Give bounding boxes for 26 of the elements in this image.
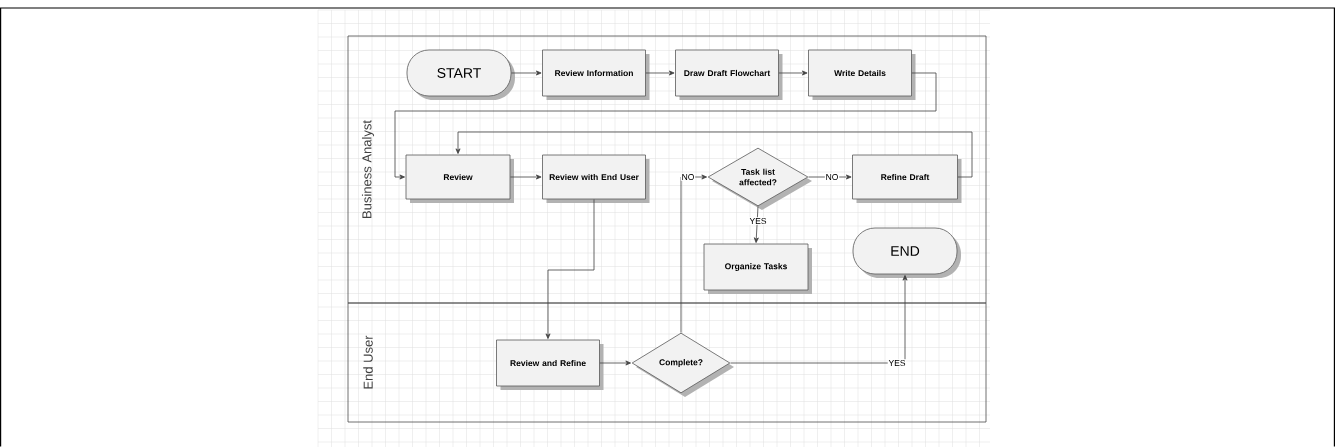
arrow: [778, 70, 808, 76]
arrow: [808, 174, 852, 180]
arrow: [511, 70, 542, 76]
arrow: [753, 206, 759, 243]
edge-label: YES: [748, 217, 768, 225]
terminal-box: END: [852, 227, 961, 278]
process-box: Review Information: [542, 49, 650, 100]
edge-label: NO: [680, 173, 696, 181]
process-box: Review: [405, 154, 514, 203]
arrow: [680, 174, 707, 333]
process-box: Organize Tasks: [703, 243, 812, 294]
process-box: Refine Draft: [852, 154, 962, 203]
arrow: [510, 174, 542, 180]
process-box: Draw Draft Flowchart: [675, 49, 783, 100]
arrow: [394, 72, 937, 180]
process-box: Review and Refine: [496, 339, 604, 390]
arrow: [730, 275, 908, 364]
arrow: [455, 131, 973, 178]
arrow: [545, 199, 595, 339]
edge-label: YES: [887, 359, 907, 367]
terminal-box: START: [406, 49, 515, 100]
process-box: Review with End User: [542, 154, 650, 203]
arrow: [645, 70, 675, 76]
arrow: [599, 360, 631, 366]
process-box: Write Details: [808, 49, 916, 100]
edge-label: NO: [824, 173, 840, 181]
